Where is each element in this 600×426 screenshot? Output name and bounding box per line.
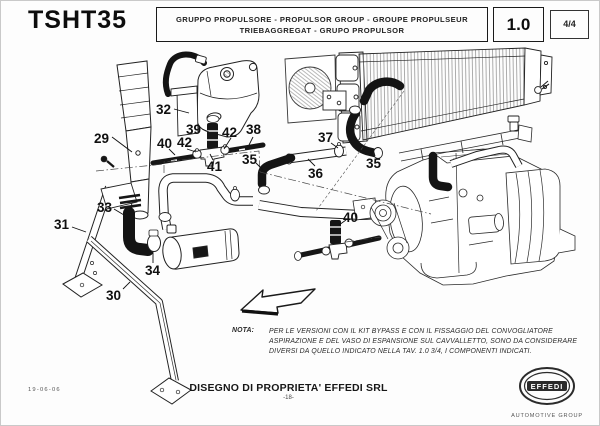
starter-illustration	[468, 213, 504, 235]
fan-shroud-illustration	[284, 54, 337, 124]
fitting-40-illustration	[294, 220, 382, 261]
engine-frame-illustration	[398, 124, 533, 162]
drain-plug-illustration	[507, 115, 520, 132]
note-line2: ASPIRAZIONE E DEL VASO DI ESPANSIONE SUL…	[269, 337, 578, 345]
callout-42-right: 42	[222, 125, 237, 140]
elbow-33-illustration	[118, 193, 154, 256]
callout-labels: 29 32 39 42 38 40 42 41 35 37 36 35 40 3…	[54, 102, 382, 303]
direction-arrow	[240, 288, 316, 316]
tank-bracket-illustration	[170, 85, 199, 137]
callout-42-left: 42	[177, 135, 192, 150]
callout-32: 32	[156, 102, 171, 117]
table-number-box: 1.0	[493, 7, 544, 42]
canister-hose-illustration	[158, 173, 253, 230]
callout-40-bottom: 40	[343, 210, 358, 225]
callout-37: 37	[318, 130, 333, 145]
hose-39-illustration	[206, 115, 220, 149]
callout-38: 38	[246, 122, 262, 137]
note-label: NOTA:	[232, 327, 255, 334]
tank-hose-illustration	[162, 51, 207, 97]
callout-33: 33	[97, 200, 113, 215]
callout-35-right: 35	[366, 156, 382, 171]
callout-36: 36	[308, 166, 324, 181]
sheet-number-box: 4/4	[550, 10, 589, 39]
note-line3: DIVERSI DA QUELLO INDICATO NELLA TAV. 1.…	[269, 347, 532, 355]
logo-text: EFFEDI	[531, 382, 564, 391]
effedi-logo: EFFEDI AUTOMOTIVE GROUP	[511, 367, 583, 419]
logo-band	[527, 381, 567, 391]
model-code: TSHT35	[28, 6, 128, 34]
table-title-line1: GRUPPO PROPULSORE - PROPULSOR GROUP - GR…	[175, 14, 469, 24]
radiator-illustration	[322, 47, 553, 144]
note-block: NOTA: PER LE VERSIONI CON IL KIT BYPASS …	[232, 327, 582, 356]
callout-40-top: 40	[157, 136, 172, 151]
stand-illustration	[62, 182, 192, 405]
ownership-text: DISEGNO DI PROPRIETA' EFFEDI SRL	[189, 382, 388, 394]
engine-illustration	[369, 124, 576, 286]
ownership-block: DISEGNO DI PROPRIETA' EFFEDI SRL -18-	[181, 382, 396, 401]
page-number: -18-	[283, 395, 294, 401]
hose-35-left-illustration	[257, 153, 296, 195]
callout-35-left: 35	[242, 152, 258, 167]
duct-bolt-illustration	[100, 155, 115, 168]
duct-29-illustration	[100, 60, 152, 220]
canister-illustration	[162, 224, 240, 270]
clamp-34-illustration	[147, 229, 161, 252]
callout-29: 29	[94, 131, 109, 146]
table-title-box: GRUPPO PROPULSORE - PROPULSOR GROUP - GR…	[156, 7, 488, 42]
revision-date: 19-06-06	[28, 387, 61, 393]
logo-subtext: AUTOMOTIVE GROUP	[511, 413, 583, 419]
table-title-line2: TRIEBAGGREGAT - GRUPO PROPULSOR	[239, 25, 405, 35]
callout-leader-lines	[71, 108, 376, 290]
callout-30: 30	[106, 288, 121, 303]
callout-39: 39	[186, 122, 201, 137]
note-line1: PER LE VERSIONI CON IL KIT BYPASS E CON …	[269, 328, 553, 335]
tube-36-illustration	[285, 142, 347, 165]
callout-41: 41	[207, 159, 223, 174]
callout-31: 31	[54, 217, 70, 232]
callout-34: 34	[145, 263, 161, 278]
bleed-bolt-illustration	[534, 80, 550, 94]
hose-35-right-illustration	[345, 77, 405, 159]
